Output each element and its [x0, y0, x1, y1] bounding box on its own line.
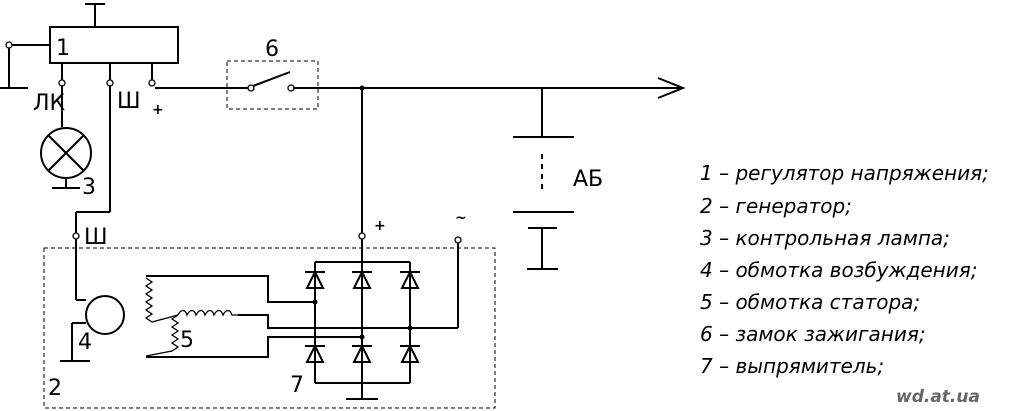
diode-lower-b — [352, 343, 372, 363]
diode-lower-a — [305, 343, 325, 363]
ac-terminal — [454, 236, 462, 244]
junction-b — [359, 334, 365, 340]
sh-generator-terminal — [72, 232, 80, 240]
switch-contact-1 — [247, 84, 255, 92]
stator-winding-lower — [145, 314, 180, 357]
legend-item-1: 1 – регулятор напряжения; — [700, 161, 989, 185]
ac-label: ~ — [455, 210, 467, 226]
sh-terminal — [106, 79, 114, 87]
ignition-switch-box — [226, 60, 319, 110]
terminal-left — [5, 41, 13, 49]
diode-lower-c — [400, 343, 420, 363]
lamp-label: 3 — [82, 175, 96, 200]
lk-terminal — [58, 79, 66, 87]
legend-item-4: 4 – обмотка возбуждения; — [700, 258, 978, 282]
legend-item-6: 6 – замок зажигания; — [700, 322, 926, 346]
battery-label: АБ — [573, 167, 603, 192]
plus-top-label: + — [152, 102, 164, 118]
stator-winding-upper — [144, 277, 179, 323]
switch-blade — [252, 71, 291, 87]
diode-upper-a — [305, 269, 325, 289]
generator-label: 2 — [48, 376, 62, 401]
watermark: wd.at.ua — [896, 387, 980, 407]
sh-top-label: Ш — [117, 89, 141, 114]
stator-label: 5 — [180, 328, 194, 353]
bus-arrow — [657, 77, 686, 99]
field-winding — [85, 295, 125, 335]
field-winding-label: 4 — [78, 330, 92, 355]
rectifier-label: 7 — [290, 373, 304, 398]
lk-label: ЛК — [33, 91, 66, 116]
sh-bottom-label: Ш — [84, 225, 108, 250]
rectifier-plus-terminal — [358, 232, 366, 240]
legend-item-2: 2 – генератор; — [700, 194, 852, 218]
legend-item-3: 3 – контрольная лампа; — [700, 226, 950, 250]
junction-a — [312, 299, 318, 305]
switch-contact-2 — [287, 84, 295, 92]
diode-upper-c — [400, 269, 420, 289]
junction-c — [407, 325, 413, 331]
switch-label: 6 — [265, 37, 279, 62]
phase-b-wire — [238, 314, 410, 329]
plus-terminal — [148, 79, 156, 87]
legend: 1 – регулятор напряжения; 2 – генератор;… — [700, 161, 989, 378]
generator-box — [43, 247, 496, 409]
legend-item-7: 7 – выпрямитель; — [700, 354, 884, 378]
regulator-label: 1 — [56, 36, 70, 61]
phase-a-wire — [146, 275, 315, 303]
lamp-cross-2 — [47, 134, 85, 172]
stator-winding-right — [177, 309, 238, 317]
diode-upper-b — [352, 269, 372, 289]
legend-item-5: 5 – обмотка статора; — [700, 290, 920, 314]
plus-bottom-label: + — [374, 218, 386, 234]
